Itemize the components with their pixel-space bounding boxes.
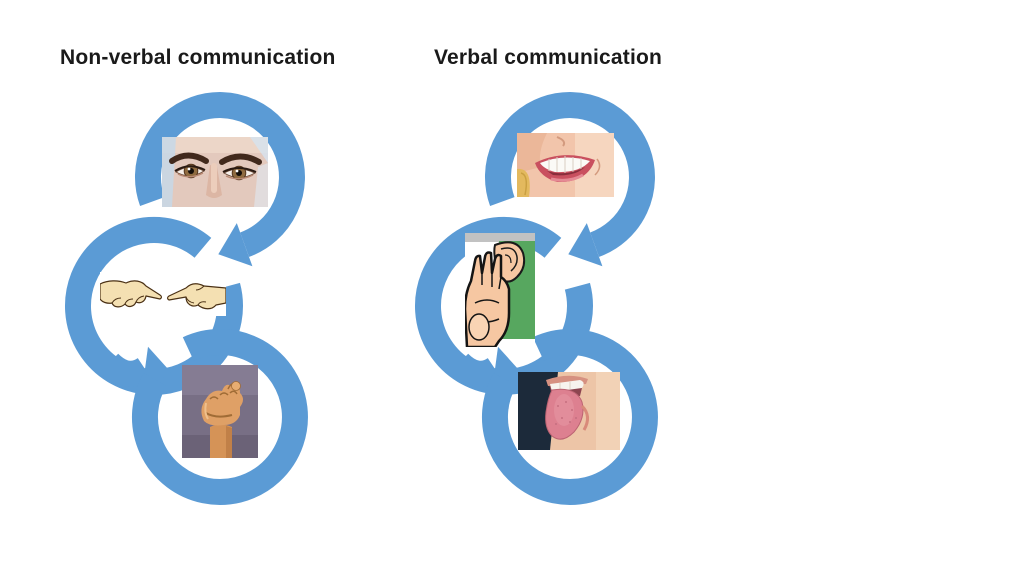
sign-language-hand-photo (182, 365, 258, 458)
cycle-arrow-bottom (482, 329, 658, 505)
cycle-arrow-top-ring (485, 92, 655, 257)
verbal-title: Verbal communication (434, 46, 663, 69)
cycle-arrow-top-head-icon (568, 223, 603, 267)
verbal-cycle-arrows (415, 92, 658, 505)
cycle-arrow-top (485, 92, 655, 267)
cycle-arrow-bottom-ring (132, 329, 308, 505)
cycle-arrow-top (135, 92, 305, 267)
hand-cupping-ear-illustration (465, 233, 535, 347)
tongue-out-mouth-photo (518, 372, 620, 450)
reaching-hands-illustration (100, 272, 226, 316)
cycle-arrow-top-ring (135, 92, 305, 257)
eyes-photo (162, 137, 268, 207)
smiling-mouth-photo (517, 133, 614, 197)
nonverbal-cycle-arrows (65, 92, 308, 505)
cycle-arrow-bottom-ring-stroke (482, 329, 658, 505)
cycle-arrow-middle-tail (99, 353, 153, 387)
cycle-arrow-middle-tail (449, 353, 503, 387)
cycle-arrow-bottom (132, 329, 308, 505)
nonverbal-title: Non-verbal communication (60, 46, 336, 69)
cycle-arrow-top-head-icon (218, 223, 253, 267)
